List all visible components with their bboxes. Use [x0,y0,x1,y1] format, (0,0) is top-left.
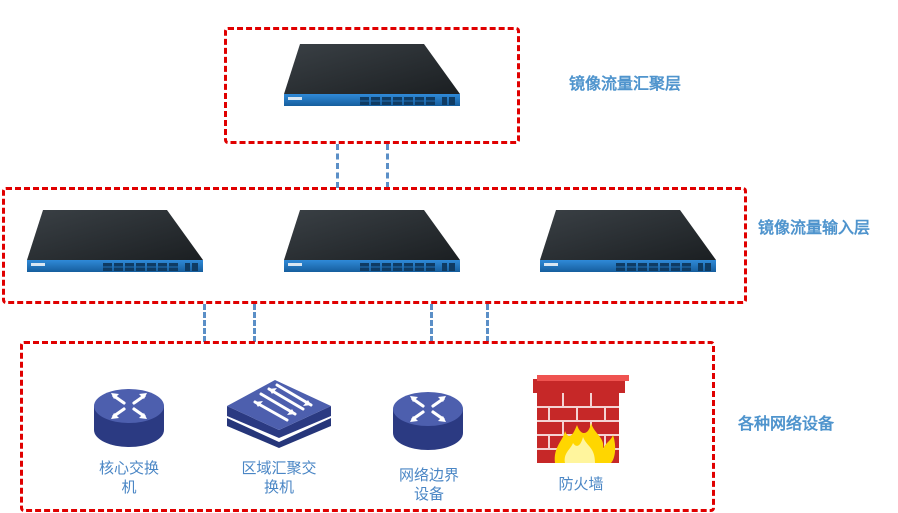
core-switch-label: 核心交换 机 [80,459,178,497]
connector-line [486,304,489,342]
area-aggregation-switch-label: 区域汇聚交 换机 [224,459,334,497]
area-aggregation-switch [225,372,333,448]
connector-line [203,304,206,342]
core-switch-label-line1: 核心交换 [98,459,159,477]
core-switch [92,382,166,454]
switch-device-icon [282,208,462,280]
area-switch-label-line2: 换机 [263,478,294,496]
aggregation-layer-label: 镜像流量汇聚层 [569,74,682,93]
switch-device-icon [282,42,462,114]
input-layer-box [2,187,747,304]
edge-device-label-line2: 设备 [413,485,444,503]
router-icon [94,389,164,447]
connector-line [430,304,433,342]
devices-layer-box [20,341,715,512]
devices-layer-label: 各种网络设备 [738,414,835,433]
firewall [533,375,629,467]
input-switch-right [538,208,718,280]
area-switch-label-line1: 区域汇聚交 [241,459,317,477]
network-edge-device-label: 网络边界 设备 [380,466,478,504]
switch-device-icon [538,208,718,280]
network-edge-device [391,385,465,457]
input-switch-left [25,208,205,280]
firewall-label: 防火墙 [558,475,604,493]
router-icon [393,392,463,450]
switch-device-icon [25,208,205,280]
connector-line [336,144,339,188]
input-layer-label: 镜像流量输入层 [758,218,871,237]
core-switch-label-line2: 机 [121,478,137,496]
input-switch-middle [282,208,462,280]
aggregation-layer-box [224,27,520,144]
connector-line [253,304,256,342]
connector-line [386,144,389,188]
layer3-switch-icon [227,380,331,448]
firewall-icon [533,375,629,463]
aggregation-switch [282,42,462,114]
edge-device-label-line1: 网络边界 [398,466,459,484]
